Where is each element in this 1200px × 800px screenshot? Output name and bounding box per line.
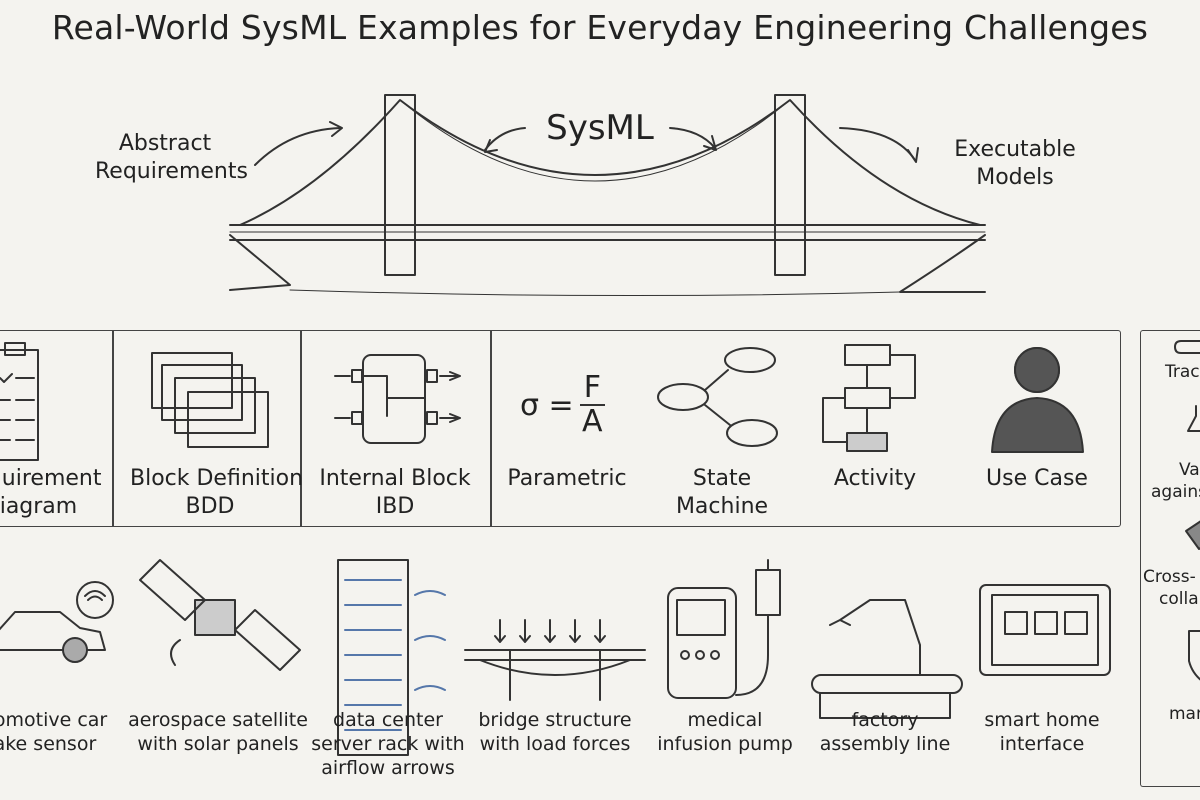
caption-line: aerospace satellite xyxy=(128,709,308,731)
caption-line: Cross- xyxy=(1143,567,1196,587)
activity-flow-icon xyxy=(822,344,916,452)
tablet-icon xyxy=(979,584,1111,676)
caption-line: Val xyxy=(1179,460,1200,480)
block-ports-icon xyxy=(334,354,461,444)
infusion-pump-icon xyxy=(667,559,781,699)
caption-line: medical xyxy=(687,709,763,731)
caption-line: IBD xyxy=(375,494,415,519)
caption-line: Parametric xyxy=(507,466,627,491)
caption-line: Use Case xyxy=(986,466,1088,491)
caption-line: with load forces xyxy=(479,733,631,755)
divider xyxy=(490,330,492,527)
example-automotive: automotive carbrake sensor xyxy=(0,708,110,756)
diagram-type-activity: Activity xyxy=(805,465,945,493)
state-machine-icon xyxy=(657,347,778,447)
server-rack-icon xyxy=(337,559,446,756)
bridge-load-icon xyxy=(464,619,646,701)
caption-line: infusion pump xyxy=(657,733,793,755)
caption-line: Block Definition xyxy=(130,466,304,491)
diagram-type-use-case: Use Case xyxy=(967,465,1107,493)
label-line: Models xyxy=(976,165,1054,190)
caption-line: smart home xyxy=(984,709,1100,731)
benefit-management: man xyxy=(1169,704,1200,724)
equation-lhs: σ = xyxy=(520,387,574,423)
car-icon xyxy=(0,581,114,663)
sysml-label: SysML xyxy=(546,108,654,148)
caption-line: Internal Block xyxy=(319,466,471,491)
caption-line: bridge structure xyxy=(478,709,632,731)
benefits-panel: Tracl Val agains Cross-colla man xyxy=(1140,330,1200,787)
caption-line: with solar panels xyxy=(137,733,299,755)
abstract-requirements-label: Abstract Requirements xyxy=(95,130,248,186)
flask-icon xyxy=(1187,405,1200,432)
person-icon xyxy=(991,347,1084,453)
bridge-illustration xyxy=(229,94,986,297)
caption-line: BDD xyxy=(185,494,235,519)
benefit-validation-line2: agains xyxy=(1151,482,1200,502)
caption-line: l xyxy=(1165,383,1200,405)
label-line: Requirements xyxy=(95,159,248,184)
benefit-validation: Val xyxy=(1179,459,1200,481)
benefit-traceability: Tracl xyxy=(1165,361,1200,405)
caption-line: interface xyxy=(999,733,1085,755)
caption-line: server rack with xyxy=(311,733,465,755)
caption-line: factory xyxy=(851,709,919,731)
robot-arm-icon xyxy=(811,599,963,719)
caption-line: Activity xyxy=(833,466,917,491)
clipboard-checklist-icon xyxy=(0,342,39,461)
diagram-types-frame xyxy=(0,330,1121,527)
equation-icon: σ = F A xyxy=(520,372,605,438)
label-line: Abstract xyxy=(118,131,212,156)
benefit-collaboration: Cross-colla xyxy=(1143,566,1199,610)
stacked-blocks-icon xyxy=(151,352,269,448)
handshake-icon xyxy=(1185,520,1200,550)
diagram-type-requirement: RequirementDiagram xyxy=(0,465,102,521)
caption-line: automotive car xyxy=(0,709,108,731)
benefit-icons xyxy=(1174,340,1200,681)
caption-line: colla xyxy=(1159,589,1199,609)
divider xyxy=(112,330,114,527)
caption-line: data center xyxy=(333,709,443,731)
caption-line: Diagram xyxy=(0,494,78,519)
equation-denominator: A xyxy=(582,404,603,439)
caption-line: brake sensor xyxy=(0,733,97,755)
equation-numerator: F xyxy=(579,372,605,406)
diagram-type-parametric: Parametric xyxy=(497,465,637,493)
caption-line: State xyxy=(692,466,752,491)
caption-line: Trac xyxy=(1165,362,1200,382)
label-line: Executable xyxy=(954,137,1076,162)
page-title: Real-World SysML Examples for Everyday E… xyxy=(51,8,1149,47)
shield-icon xyxy=(1188,630,1200,681)
satellite-icon xyxy=(139,559,301,671)
caption-line: assembly line xyxy=(819,733,951,755)
executable-models-label: Executable Models xyxy=(945,136,1085,192)
caption-line: airflow arrows xyxy=(321,757,455,779)
caption-line: Requirement xyxy=(0,466,102,491)
link-icon xyxy=(1174,340,1200,354)
caption-line: Machine xyxy=(675,494,769,519)
divider xyxy=(300,330,302,527)
